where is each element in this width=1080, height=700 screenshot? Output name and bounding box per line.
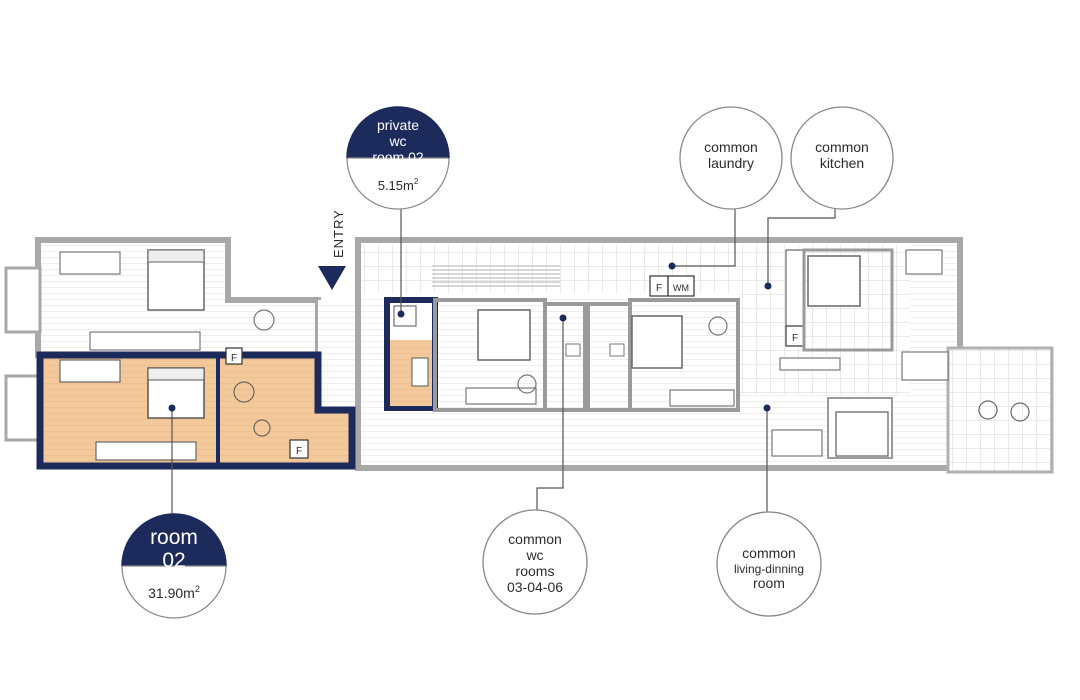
callout-text: common (508, 531, 562, 547)
fridge-label: F (656, 283, 662, 294)
callout-common-living-dinning-room: common living-dinning room (716, 511, 822, 617)
chair-icon (253, 419, 271, 437)
callout-common-wc-rooms: common wc rooms 03-04-06 (482, 509, 588, 615)
bed-room-05 (807, 255, 861, 307)
fridge-label: F (296, 446, 302, 457)
bedrooms-03-04-06 (433, 298, 740, 412)
wardrobe-room-02 (95, 441, 197, 461)
entry-marker: ENTRY (318, 209, 346, 290)
callout-text: 02 (162, 549, 185, 572)
terrace-slats (432, 265, 560, 287)
callout-text: wc (525, 547, 543, 563)
leader-lines (171, 204, 836, 516)
callout-text: private (377, 117, 419, 133)
callout-text: living-dinning (734, 562, 804, 576)
bed-room-06 (835, 411, 889, 457)
callout-text: common (742, 545, 796, 561)
callout-text: common (815, 139, 869, 155)
balcony-upper (4, 266, 42, 334)
laundry-appliances: F WM (649, 275, 695, 297)
entry-arrow-icon (318, 266, 346, 290)
leader-dots (168, 262, 772, 412)
room-02-highlight: F F (36, 347, 356, 470)
callout-area: 5.15m2 (378, 177, 419, 193)
desk-room-02 (59, 359, 121, 383)
callout-text: 03-04-06 (507, 579, 563, 595)
callout-text: room 02 (372, 149, 424, 165)
sofa (771, 429, 823, 457)
private-wc-room-02 (384, 297, 438, 411)
kitchen-furniture: F (771, 248, 1030, 459)
balcony-lower (4, 374, 42, 442)
chair-icon (233, 381, 255, 403)
washing-machine-label: WM (673, 283, 689, 293)
bed-room-04 (631, 315, 683, 369)
callout-common-laundry: common laundry (679, 106, 783, 210)
callout-room-02: room 02 31.90m2 (121, 513, 227, 619)
callout-text: wc (388, 133, 406, 149)
callout-common-kitchen: common kitchen (790, 106, 894, 210)
entry-label: ENTRY (331, 209, 346, 258)
fridge-label: F (231, 353, 237, 364)
dining-table (779, 357, 841, 371)
terrace-right (946, 346, 1054, 474)
callout-text: common (704, 139, 758, 155)
callout-text: room (150, 526, 198, 549)
callout-text: laundry (708, 155, 754, 171)
callout-private-wc-room-02: private wc room 02 5.15m2 (346, 106, 450, 210)
callout-text: room (753, 575, 785, 591)
callout-text: kitchen (820, 155, 864, 171)
fridge-label: F (792, 333, 798, 344)
bed-room-03 (477, 309, 531, 361)
callout-area: 31.90m2 (148, 584, 200, 601)
callout-text: rooms (516, 563, 555, 579)
room-01-furniture (59, 249, 275, 351)
